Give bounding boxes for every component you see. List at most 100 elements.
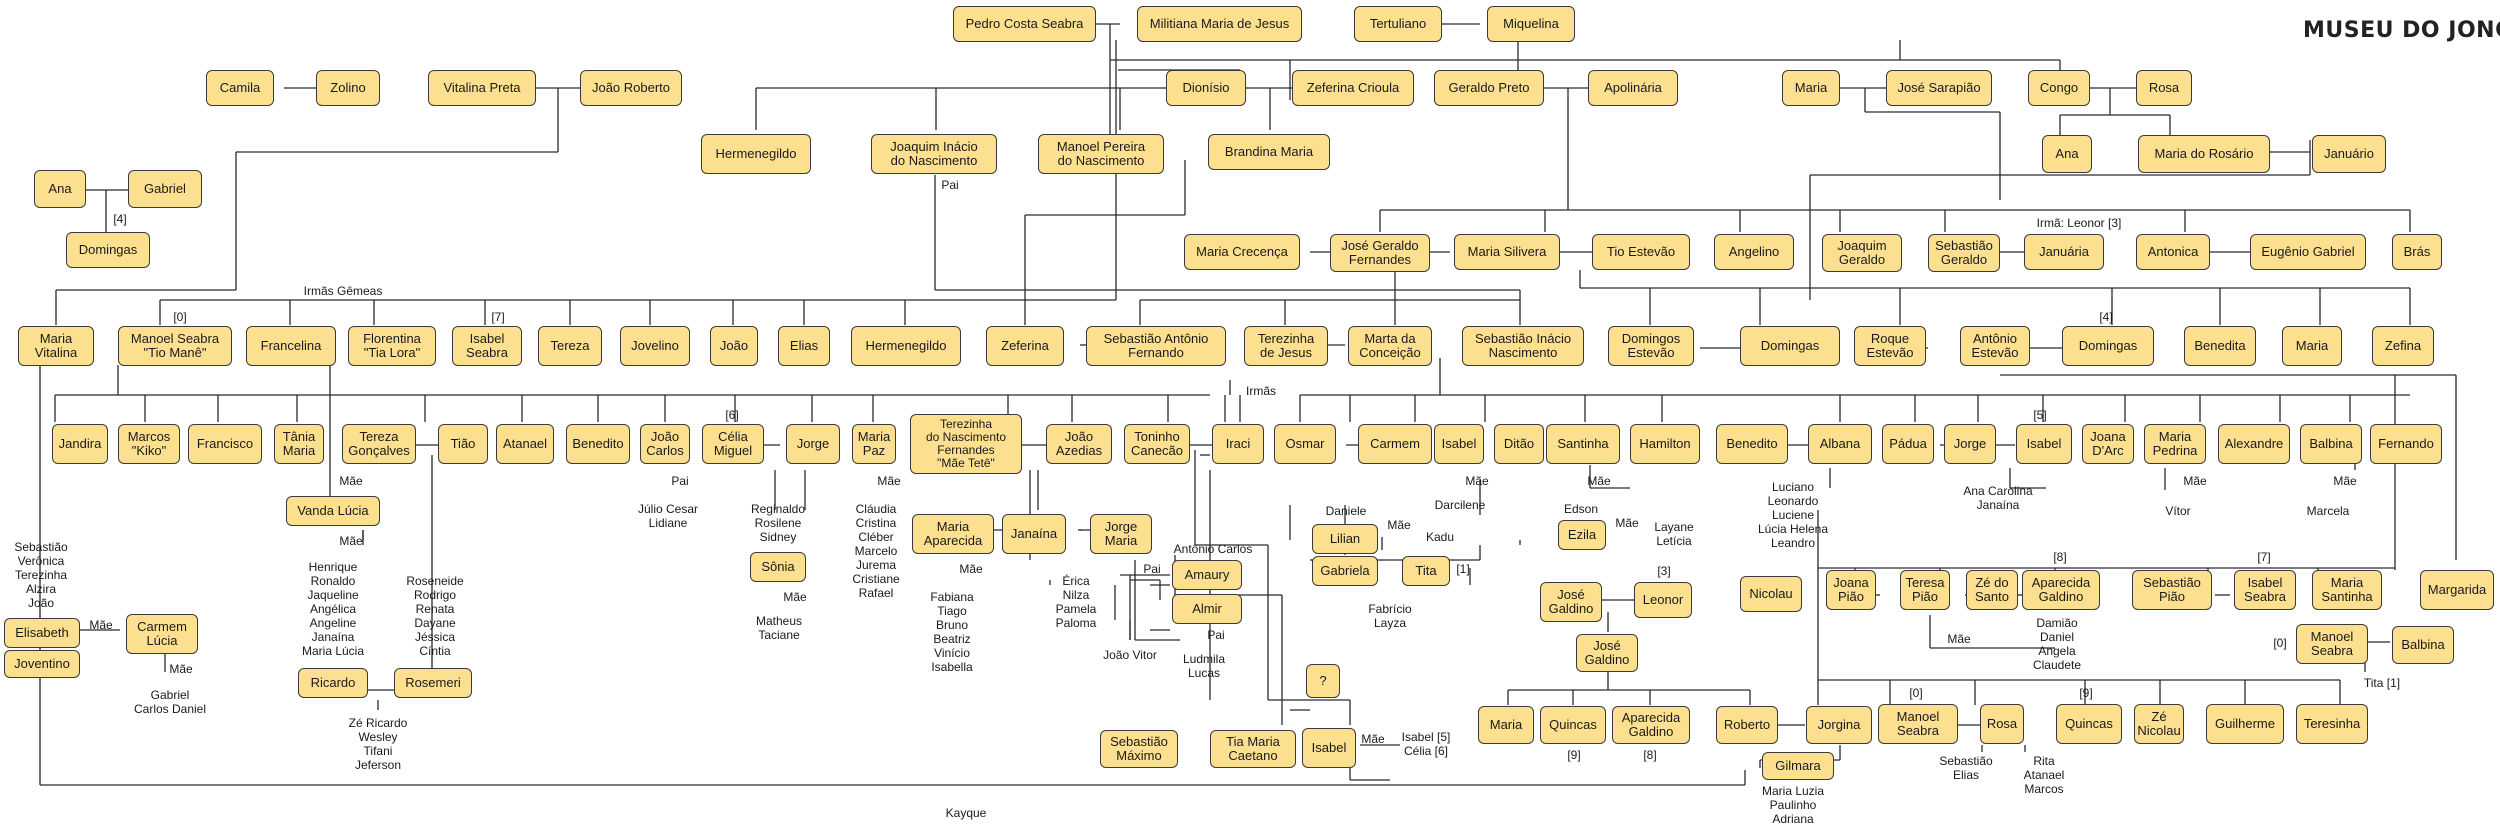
person-manoel-pereira[interactable]: Manoel Pereira do Nascimento bbox=[1038, 134, 1164, 174]
person-ze-nicolau[interactable]: Zé Nicolau bbox=[2134, 704, 2184, 744]
person-tio-estevao[interactable]: Tio Estevão bbox=[1592, 234, 1690, 270]
person-brandina-maria[interactable]: Brandina Maria bbox=[1208, 134, 1330, 170]
person-domingas-2[interactable]: Domingas bbox=[2062, 326, 2154, 366]
person-balbina-2[interactable]: Balbina bbox=[2392, 626, 2454, 664]
person-quincas-2[interactable]: Quincas bbox=[2056, 704, 2122, 744]
person-tereza[interactable]: Tereza bbox=[538, 326, 602, 366]
person-antonio-estevao[interactable]: Antônio Estevão bbox=[1960, 326, 2030, 366]
person-rosa[interactable]: Rosa bbox=[2136, 70, 2192, 106]
person-fernando[interactable]: Fernando bbox=[2370, 424, 2442, 464]
person-hamilton[interactable]: Hamilton bbox=[1630, 424, 1700, 464]
person-jandira[interactable]: Jandira bbox=[52, 424, 108, 464]
person-tita[interactable]: Tita bbox=[1402, 556, 1450, 586]
person-balbina[interactable]: Balbina bbox=[2300, 424, 2362, 464]
person-albana[interactable]: Albana bbox=[1808, 424, 1872, 464]
person-jose-galdino[interactable]: José Galdino bbox=[1540, 582, 1602, 622]
person-joana-darc[interactable]: Joana D'Arc bbox=[2082, 424, 2134, 464]
person-pedro-costa-seabra[interactable]: Pedro Costa Seabra bbox=[953, 6, 1096, 42]
person-hermenegildo[interactable]: Hermenegildo bbox=[701, 134, 811, 174]
person-rosa-b[interactable]: Rosa bbox=[1980, 704, 2024, 744]
person-maria-pedrina[interactable]: Maria Pedrina bbox=[2144, 424, 2206, 464]
person-aparecida-galdino-2[interactable]: Aparecida Galdino bbox=[1612, 706, 1690, 744]
person-aparecida-galdino[interactable]: Aparecida Galdino bbox=[2022, 570, 2100, 610]
person-joao-roberto[interactable]: João Roberto bbox=[580, 70, 682, 106]
person-almir[interactable]: Almir bbox=[1172, 594, 1242, 624]
person-antonica[interactable]: Antonica bbox=[2136, 234, 2210, 270]
person-angelino[interactable]: Angelino bbox=[1714, 234, 1794, 270]
person-jorge-maria[interactable]: Jorge Maria bbox=[1090, 514, 1152, 554]
person-rosemeri[interactable]: Rosemeri bbox=[394, 668, 472, 698]
person-vanda-lucia[interactable]: Vanda Lúcia bbox=[286, 496, 380, 526]
person-nicolau[interactable]: Nicolau bbox=[1740, 576, 1802, 612]
person-roque-estevao[interactable]: Roque Estevão bbox=[1854, 326, 1926, 366]
person-elias[interactable]: Elias bbox=[778, 326, 830, 366]
person-francisco[interactable]: Francisco bbox=[188, 424, 262, 464]
person-maria-santinha[interactable]: Maria Santinha bbox=[2312, 570, 2382, 610]
person-jovelino[interactable]: Jovelino bbox=[620, 326, 690, 366]
person-tiao[interactable]: Tião bbox=[438, 424, 488, 464]
person-unknown[interactable]: ? bbox=[1306, 664, 1340, 698]
person-benedita[interactable]: Benedita bbox=[2184, 326, 2256, 366]
person-maria-paz[interactable]: Maria Paz bbox=[852, 424, 896, 464]
person-gilmara[interactable]: Gilmara bbox=[1762, 752, 1834, 780]
person-ezila[interactable]: Ezila bbox=[1558, 520, 1606, 550]
person-zeferina[interactable]: Zeferina bbox=[986, 326, 1064, 366]
person-maria-silivera[interactable]: Maria Silivera bbox=[1454, 234, 1560, 270]
person-jose-sarapiao[interactable]: José Sarapião bbox=[1886, 70, 1992, 106]
person-terezinha-de-jesus[interactable]: Terezinha de Jesus bbox=[1244, 326, 1328, 366]
person-florentina-tia-lora[interactable]: Florentina "Tia Lora" bbox=[348, 326, 436, 366]
person-isabel-seabra-2[interactable]: Isabel Seabra bbox=[2234, 570, 2296, 610]
person-joaquim-inacio[interactable]: Joaquim Inácio do Nascimento bbox=[871, 134, 997, 174]
person-geraldo-preto[interactable]: Geraldo Preto bbox=[1434, 70, 1544, 106]
person-toninho-canecao[interactable]: Toninho Canecão bbox=[1124, 424, 1190, 464]
person-tania-maria[interactable]: Tânia Maria bbox=[274, 424, 324, 464]
person-ditao[interactable]: Ditão bbox=[1494, 424, 1544, 464]
person-sebastiao-piao[interactable]: Sebastião Pião bbox=[2132, 570, 2212, 610]
person-ana-left[interactable]: Ana bbox=[34, 170, 86, 208]
person-lilian[interactable]: Lilian bbox=[1312, 524, 1378, 554]
person-francelina[interactable]: Francelina bbox=[246, 326, 336, 366]
person-isabel-2[interactable]: Isabel bbox=[2016, 424, 2072, 464]
person-januario[interactable]: Januário bbox=[2312, 135, 2386, 173]
person-jorge[interactable]: Jorge bbox=[786, 424, 840, 464]
person-marta-da-conceicao[interactable]: Marta da Conceição bbox=[1348, 326, 1432, 366]
person-ze-do-santo[interactable]: Zé do Santo bbox=[1966, 570, 2018, 610]
person-joao-carlos[interactable]: João Carlos bbox=[640, 424, 690, 464]
person-elisabeth[interactable]: Elisabeth bbox=[4, 618, 80, 648]
person-hermenegildo-2[interactable]: Hermenegildo bbox=[851, 326, 961, 366]
person-maria-b[interactable]: Maria bbox=[1478, 706, 1534, 744]
person-carmem-lucia[interactable]: Carmem Lúcia bbox=[126, 614, 198, 654]
person-maria-2[interactable]: Maria bbox=[2282, 326, 2342, 366]
person-manoel-seabra-b[interactable]: Manoel Seabra bbox=[1878, 704, 1958, 744]
person-sebastiao-antonio-fernando[interactable]: Sebastião Antônio Fernando bbox=[1086, 326, 1226, 366]
person-tia-maria-caetano[interactable]: Tia Maria Caetano bbox=[1210, 730, 1296, 768]
person-maria-crecenca[interactable]: Maria Crecença bbox=[1184, 234, 1300, 270]
person-sebastiao-geraldo[interactable]: Sebastião Geraldo bbox=[1928, 234, 2000, 272]
person-tertuliano[interactable]: Tertuliano bbox=[1354, 6, 1442, 42]
person-alexandre[interactable]: Alexandre bbox=[2218, 424, 2290, 464]
person-vitalina-preta[interactable]: Vitalina Preta bbox=[428, 70, 536, 106]
person-tereza-goncalves[interactable]: Tereza Gonçalves bbox=[342, 424, 416, 464]
person-domingas-left[interactable]: Domingas bbox=[66, 232, 150, 268]
person-zeferina-crioula[interactable]: Zeferina Crioula bbox=[1292, 70, 1414, 106]
person-maria-vitalina[interactable]: Maria Vitalina bbox=[18, 326, 94, 366]
person-ana[interactable]: Ana bbox=[2042, 135, 2092, 173]
person-isabel-b[interactable]: Isabel bbox=[1302, 728, 1356, 768]
person-eugenio-gabriel[interactable]: Eugênio Gabriel bbox=[2250, 234, 2366, 270]
person-isabel[interactable]: Isabel bbox=[1434, 424, 1484, 464]
person-zefina[interactable]: Zefina bbox=[2372, 326, 2434, 366]
person-sonia[interactable]: Sônia bbox=[750, 552, 806, 582]
person-osmar[interactable]: Osmar bbox=[1274, 424, 1336, 464]
person-padua[interactable]: Pádua bbox=[1882, 424, 1934, 464]
person-joao[interactable]: João bbox=[710, 326, 758, 366]
person-atanael[interactable]: Atanael bbox=[496, 424, 554, 464]
person-leonor[interactable]: Leonor bbox=[1634, 582, 1692, 618]
person-gabriel[interactable]: Gabriel bbox=[128, 170, 202, 208]
person-joao-azedias[interactable]: João Azedias bbox=[1046, 424, 1112, 464]
person-militiana-maria-de-jesus[interactable]: Militiana Maria de Jesus bbox=[1137, 6, 1302, 42]
person-iraci[interactable]: Iraci bbox=[1212, 424, 1264, 464]
person-apolinaria[interactable]: Apolinária bbox=[1588, 70, 1678, 106]
person-manoel-seabra-tio-mane[interactable]: Manoel Seabra "Tio Manê" bbox=[118, 326, 232, 366]
person-benedito-2[interactable]: Benedito bbox=[1716, 424, 1788, 464]
person-sebastiao-inacio-nascimento[interactable]: Sebastião Inácio Nascimento bbox=[1462, 326, 1584, 366]
